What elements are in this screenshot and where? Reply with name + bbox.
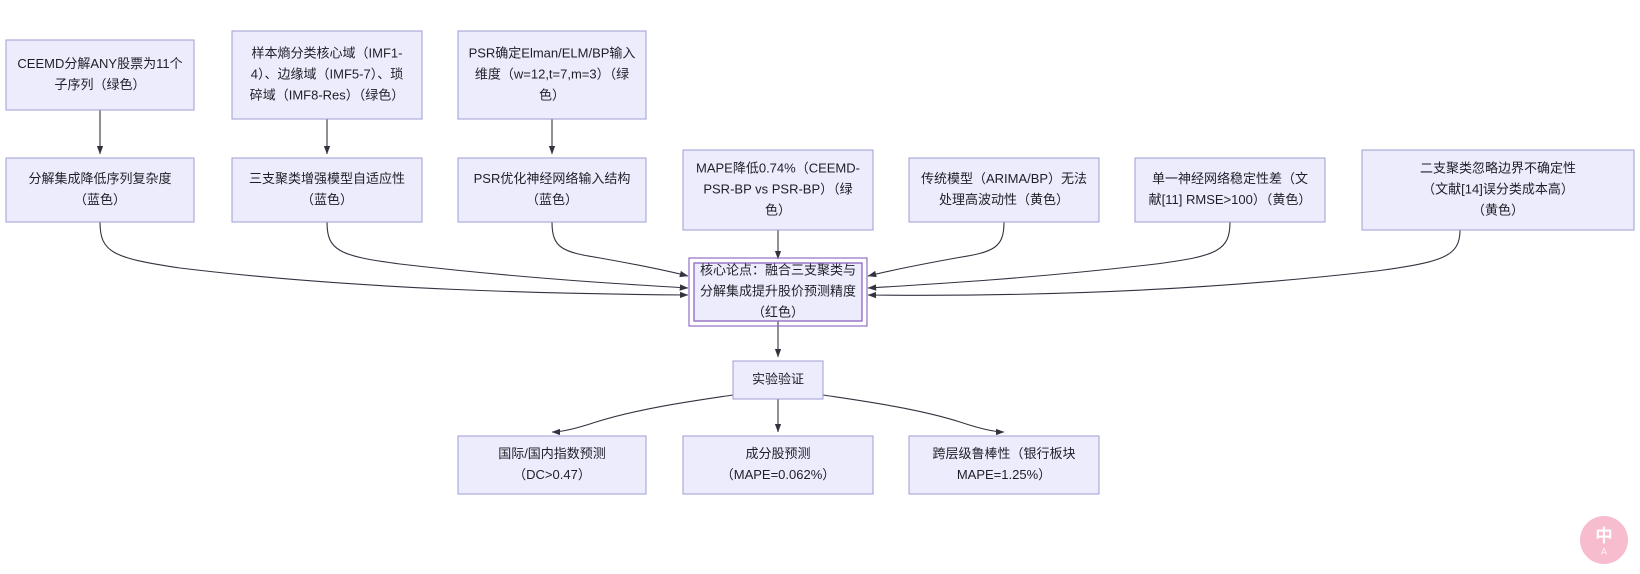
watermark-subtext: A: [1601, 546, 1607, 556]
evidence-mid-label-line: 单一神经网络稳定性差（文: [1152, 171, 1308, 186]
validation-label-line: 实验验证: [752, 371, 804, 386]
node-two-way-cluster[interactable]: 二支聚类忽略边界不确定性 （文献[14]误分类成本高） （黄色）: [1361, 149, 1635, 231]
result-label-line: MAPE=1.25%）: [957, 467, 1051, 482]
evidence-mid-label-line: （文献[14]误分类成本高）: [1422, 181, 1574, 196]
core-claim-label-line: （红色）: [752, 304, 804, 319]
edge-validation-to-index: [551, 394, 734, 436]
evidence-top-label-line: CEEMD分解ANY股票为11个: [17, 56, 182, 71]
node-decomp-complexity[interactable]: 分解集成降低序列复杂度 （蓝色）: [5, 157, 195, 223]
node-mape-drop[interactable]: MAPE降低0.74%（CEEMD- PSR-BP vs PSR-BP）（绿色）: [682, 149, 874, 231]
evidence-top-rect: [5, 39, 195, 111]
evidence-mid-label-line: （蓝色）: [74, 192, 126, 207]
result-label-line: （DC>0.47）: [513, 467, 591, 482]
node-single-nn[interactable]: 单一神经网络稳定性差（文献[11] RMSE>100）（黄色）: [1134, 157, 1326, 223]
node-sample-entropy[interactable]: 样本熵分类核心域（IMF1- 4）、边缘域（IMF5-7）、琐碎域（IMF8-Re…: [231, 30, 423, 120]
core-claim-label-line: 分解集成提升股价预测精度: [700, 283, 856, 298]
core-emphasis-border: [688, 257, 868, 327]
node-component-stock[interactable]: 成分股预测 （MAPE=0.062%）: [682, 435, 874, 495]
result-label-line: （MAPE=0.062%）: [721, 467, 836, 482]
evidence-mid-label-line: 献[11] RMSE>100）（黄色）: [1149, 192, 1312, 207]
evidence-mid-rect: [682, 149, 874, 231]
evidence-mid-label-line: 处理高波动性（黄色）: [939, 192, 1069, 207]
evidence-top-label-line: 样本熵分类核心域（IMF1-: [252, 45, 403, 60]
core-claim-label-line: 核心论点：融合三支聚类与: [700, 262, 856, 277]
result-rect: [908, 435, 1100, 495]
evidence-top-label-line: PSR确定Elman/ELM/BP输入: [469, 45, 636, 60]
evidence-top-label-line: 色）: [539, 87, 565, 102]
core-claim-rect: [693, 262, 863, 322]
evidence-mid-label-line: PSR-BP vs PSR-BP）（绿: [703, 181, 852, 196]
evidence-top-label-line: 4）、边缘域（IMF5-7）、琐: [251, 66, 403, 81]
edge-threeway-to-core: [326, 221, 689, 291]
evidence-mid-label-line: （蓝色）: [526, 192, 578, 207]
evidence-mid-rect: [457, 157, 647, 223]
evidence-mid-rect: [908, 157, 1100, 223]
result-rect: [457, 435, 647, 495]
result-label-line: 国际/国内指数预测: [498, 446, 606, 461]
edge-psropt-to-core: [551, 221, 689, 278]
evidence-mid-label-line: 传统模型（ARIMA/BP）无法: [921, 171, 1087, 186]
evidence-mid-label-line: 三支聚类增强模型自适应性: [249, 171, 405, 186]
edge-decomp-to-core: [99, 221, 689, 299]
evidence-mid-rect: [1134, 157, 1326, 223]
evidence-mid-label-line: MAPE降低0.74%（CEEMD-: [696, 160, 860, 175]
evidence-top-label-line: 碎域（IMF8-Res）（绿色）: [250, 87, 405, 102]
evidence-mid-label-line: PSR优化神经网络输入结构: [474, 171, 631, 186]
watermark-circle: [1580, 516, 1628, 564]
watermark: 中 A: [1580, 516, 1628, 564]
evidence-mid-label-line: 色）: [765, 202, 791, 217]
evidence-mid-rect: [231, 157, 423, 223]
edge-validation-to-robust: [822, 394, 1005, 436]
evidence-top-rect: [231, 30, 423, 120]
node-psr-optimize[interactable]: PSR优化神经网络输入结构 （蓝色）: [457, 157, 647, 223]
evidence-top-rect: [457, 30, 647, 120]
node-index-forecast[interactable]: 国际/国内指数预测 （DC>0.47）: [457, 435, 647, 495]
evidence-top-label-line: 子序列（绿色）: [54, 77, 145, 92]
edge-singlenn-to-core: [867, 221, 1231, 291]
result-label-line: 跨层级鲁棒性（银行板块: [932, 446, 1075, 461]
evidence-mid-label-line: 二支聚类忽略边界不确定性: [1420, 160, 1576, 175]
evidence-top-label-line: 维度（w=12,t=7,m=3）（绿: [475, 66, 629, 81]
edge-traditional-to-core: [867, 221, 1005, 278]
node-cross-layer-robust[interactable]: 跨层级鲁棒性（银行板块 MAPE=1.25%）: [908, 435, 1100, 495]
result-label-line: 成分股预测: [745, 446, 810, 461]
edge-twoway-to-core: [867, 229, 1461, 299]
node-three-way-adaptive[interactable]: 三支聚类增强模型自适应性 （蓝色）: [231, 157, 423, 223]
evidence-mid-rect: [5, 157, 195, 223]
watermark-character: 中: [1596, 525, 1613, 545]
evidence-mid-label-line: （蓝色）: [301, 192, 353, 207]
evidence-mid-label-line: （黄色）: [1472, 202, 1524, 217]
node-experiment-validation[interactable]: 实验验证: [732, 360, 824, 400]
evidence-mid-label-line: 分解集成降低序列复杂度: [28, 171, 171, 186]
edge-layer: [96, 110, 1461, 436]
evidence-mid-rect: [1361, 149, 1635, 231]
validation-rect: [732, 360, 824, 400]
result-rect: [682, 435, 874, 495]
